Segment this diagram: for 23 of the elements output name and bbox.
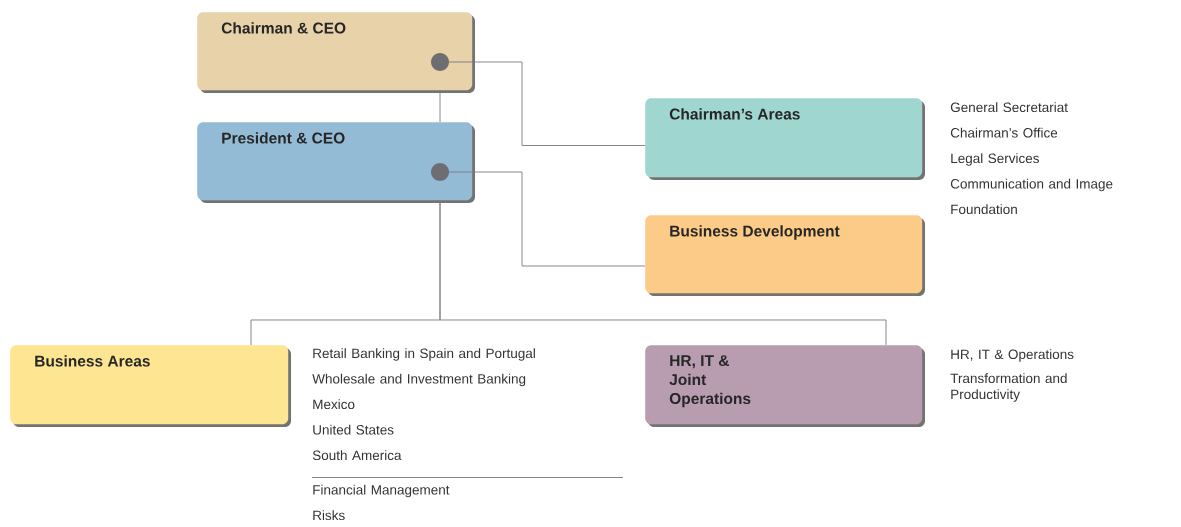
org-box: Chairman’s Areas [645, 98, 925, 180]
list-item: Foundation [951, 204, 1017, 215]
list-item: HR, IT & Operations [951, 349, 1074, 362]
org-box: Business Areas [10, 345, 291, 427]
list-item: United States [313, 424, 394, 435]
org-box: President & CEO [197, 122, 475, 203]
connector-line [448, 171, 646, 267]
list-item: Legal Services [951, 153, 1039, 166]
list-item: Wholesale and Investment Banking [312, 373, 526, 387]
connector-line [439, 89, 441, 123]
org-box: Business Development [645, 215, 925, 296]
list-item: Transformation and Productivity [950, 373, 1067, 402]
connector-line [448, 61, 646, 146]
list-item: Mexico [313, 399, 355, 410]
list-item: Financial Management [313, 484, 450, 498]
list-item: Chairman’s Office [950, 127, 1058, 138]
org-box: HR, IT & Joint Operations [645, 345, 925, 427]
org-box: Chairman & CEO [197, 12, 475, 93]
list-item: Risks [313, 510, 345, 521]
list-item: South America [312, 450, 402, 461]
list-item: General Secretariat [950, 102, 1068, 113]
list-item: Communication and Image [950, 178, 1113, 192]
list-item: Retail Banking in Spain and Portugal [313, 348, 535, 361]
